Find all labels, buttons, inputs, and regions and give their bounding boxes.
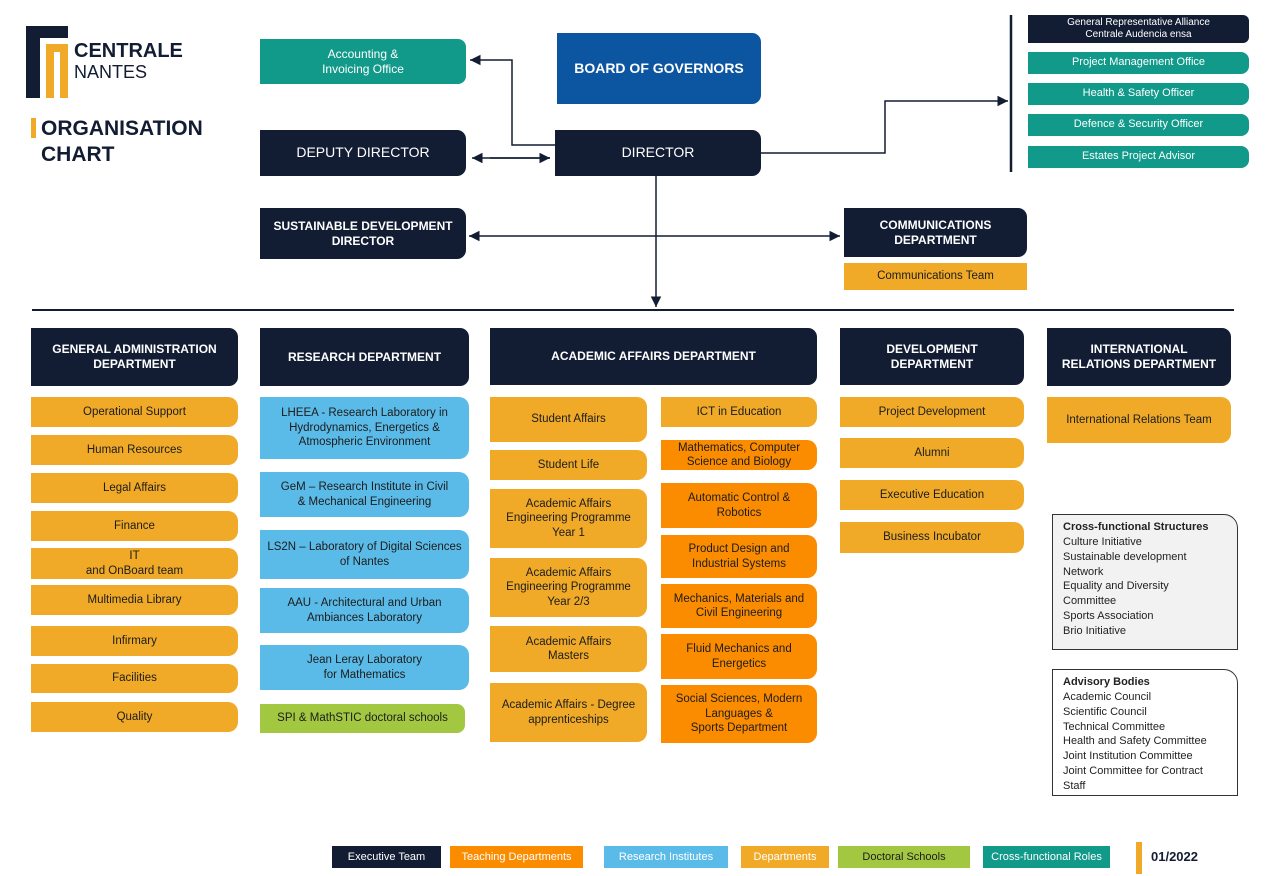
- chart-date: 01/2022: [1151, 849, 1198, 864]
- legend-cross-functional: Cross-functional Roles: [983, 846, 1110, 868]
- cross-functional-item: Brio Initiative: [1063, 624, 1126, 637]
- communications-department: COMMUNICATIONS DEPARTMENT: [844, 208, 1027, 257]
- cross-functional-item: Culture Initiative: [1063, 535, 1142, 548]
- cross-functional-item: Equality and Diversity Committee: [1063, 580, 1169, 608]
- logo-mark-icon: [26, 26, 68, 98]
- director: DIRECTOR: [555, 130, 761, 176]
- cross-role-estates-advisor: Estates Project Advisor: [1028, 146, 1249, 168]
- research-lab: Jean Leray Laboratory for Mathematics: [260, 645, 469, 690]
- accounting-office: Accounting & Invoicing Office: [260, 39, 466, 84]
- deputy-director: DEPUTY DIRECTOR: [260, 130, 466, 176]
- logo-line1: CENTRALE: [74, 40, 183, 62]
- cross-role-general-representative: General Representative Alliance Centrale…: [1028, 15, 1249, 43]
- teaching-department: Automatic Control & Robotics: [661, 483, 817, 528]
- teaching-department: Mechanics, Materials and Civil Engineeri…: [661, 584, 817, 628]
- title-accent: [31, 118, 36, 138]
- dept-international-relations: INTERNATIONAL RELATIONS DEPARTMENT: [1047, 328, 1231, 386]
- teaching-department: Fluid Mechanics and Energetics: [661, 634, 817, 679]
- admin-item: Operational Support: [31, 397, 238, 427]
- board-of-governors: BOARD OF GOVERNORS: [557, 33, 761, 104]
- development-item: Project Development: [840, 397, 1024, 427]
- cross-role-health-safety: Health & Safety Officer: [1028, 83, 1249, 105]
- academic-item: Academic Affairs Masters: [490, 626, 647, 672]
- research-lab: GeM – Research Institute in Civil & Mech…: [260, 472, 469, 517]
- admin-item: Legal Affairs: [31, 473, 238, 503]
- dept-academic-affairs: ACADEMIC AFFAIRS DEPARTMENT: [490, 328, 817, 385]
- development-item: Executive Education: [840, 480, 1024, 510]
- advisory-item: Scientific Council: [1063, 705, 1147, 718]
- date-accent: [1136, 842, 1142, 874]
- academic-item: Academic Affairs Engineering Programme Y…: [490, 558, 647, 617]
- academic-item: Student Affairs: [490, 397, 647, 442]
- advisory-item: Technical Committee: [1063, 720, 1166, 733]
- cross-role-defence-security: Defence & Security Officer: [1028, 114, 1249, 136]
- legend-departments: Departments: [741, 846, 829, 868]
- admin-item: Human Resources: [31, 435, 238, 465]
- communications-team: Communications Team: [844, 263, 1027, 290]
- legend-doctoral: Doctoral Schools: [838, 846, 970, 868]
- advisory-item: Health and Safety Committee: [1063, 735, 1207, 748]
- research-lab: LS2N – Laboratory of Digital Sciences of…: [260, 530, 469, 579]
- research-lab: AAU - Architectural and Urban Ambiances …: [260, 588, 469, 633]
- cross-functional-structures: Cross-functional Structures Culture Init…: [1052, 514, 1238, 650]
- advisory-item: Joint Institution Committee: [1063, 750, 1193, 763]
- cross-functional-title: Cross-functional Structures: [1063, 521, 1209, 533]
- admin-item: Finance: [31, 511, 238, 541]
- page-title: ORGANISATION CHART: [41, 117, 203, 167]
- legend-executive: Executive Team: [332, 846, 441, 868]
- advisory-bodies: Advisory Bodies Academic Council Scienti…: [1052, 669, 1238, 796]
- teaching-department: Mathematics, Computer Science and Biolog…: [661, 440, 817, 470]
- legend-teaching: Teaching Departments: [450, 846, 583, 868]
- dept-research: RESEARCH DEPARTMENT: [260, 328, 469, 386]
- dept-development: DEVELOPMENT DEPARTMENT: [840, 328, 1024, 385]
- cross-functional-item: Sustainable development Network: [1063, 550, 1187, 578]
- development-item: Business Incubator: [840, 522, 1024, 553]
- sustainable-development-director: SUSTAINABLE DEVELOPMENT DIRECTOR: [260, 208, 466, 259]
- teaching-department: Social Sciences, Modern Languages & Spor…: [661, 685, 817, 743]
- dept-general-administration: GENERAL ADMINISTRATION DEPARTMENT: [31, 328, 238, 386]
- admin-item: Multimedia Library: [31, 585, 238, 615]
- admin-item: IT and OnBoard team: [31, 548, 238, 579]
- admin-item: Quality: [31, 702, 238, 732]
- cross-functional-item: Sports Association: [1063, 610, 1154, 623]
- admin-item: Facilities: [31, 664, 238, 693]
- academic-item: Academic Affairs - Degree apprenticeship…: [490, 683, 647, 742]
- advisory-title: Advisory Bodies: [1063, 676, 1150, 688]
- logo-line2: NANTES: [74, 62, 148, 82]
- international-item: International Relations Team: [1047, 397, 1231, 443]
- academic-item: Academic Affairs Engineering Programme Y…: [490, 489, 647, 548]
- legend-research: Research Institutes: [604, 846, 728, 868]
- research-lab: LHEEA - Research Laboratory in Hydrodyna…: [260, 397, 469, 459]
- advisory-item: Joint Committee for Contract Staff: [1063, 765, 1203, 792]
- ict-in-education: ICT in Education: [661, 397, 817, 427]
- teaching-department: Product Design and Industrial Systems: [661, 535, 817, 578]
- development-item: Alumni: [840, 438, 1024, 468]
- academic-item: Student Life: [490, 450, 647, 480]
- logo: CENTRALE NANTES: [26, 26, 183, 101]
- advisory-item: Academic Council: [1063, 690, 1152, 703]
- admin-item: Infirmary: [31, 626, 238, 656]
- doctoral-schools: SPI & MathSTIC doctoral schools: [260, 704, 465, 733]
- cross-role-project-management: Project Management Office: [1028, 52, 1249, 74]
